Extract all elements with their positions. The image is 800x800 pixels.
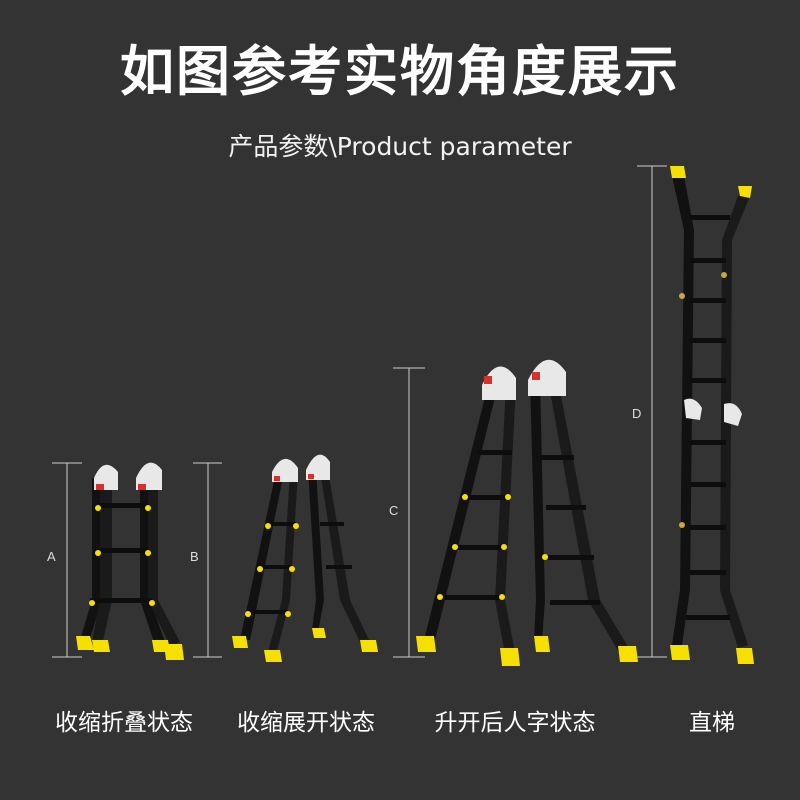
caption-a-frame: 升开后人字状态 [434, 710, 596, 736]
ladder-straight [670, 166, 754, 664]
ladder-unfolded [232, 454, 378, 662]
page-title: 如图参考实物角度展示 [120, 40, 680, 103]
ladder-folded [76, 462, 184, 660]
dimension-lines [52, 165, 667, 658]
dimension-label-d: D [632, 406, 642, 421]
caption-unfolded: 收缩展开状态 [237, 710, 375, 736]
page-subtitle: 产品参数\Product parameter [228, 132, 572, 161]
caption-straight: 直梯 [689, 710, 735, 736]
caption-folded: 收缩折叠状态 [55, 710, 193, 736]
dimension-label-b: B [190, 549, 199, 564]
dimension-label-c: C [389, 503, 399, 518]
dimension-label-a: A [47, 549, 56, 564]
ladder-a-frame [416, 359, 638, 666]
